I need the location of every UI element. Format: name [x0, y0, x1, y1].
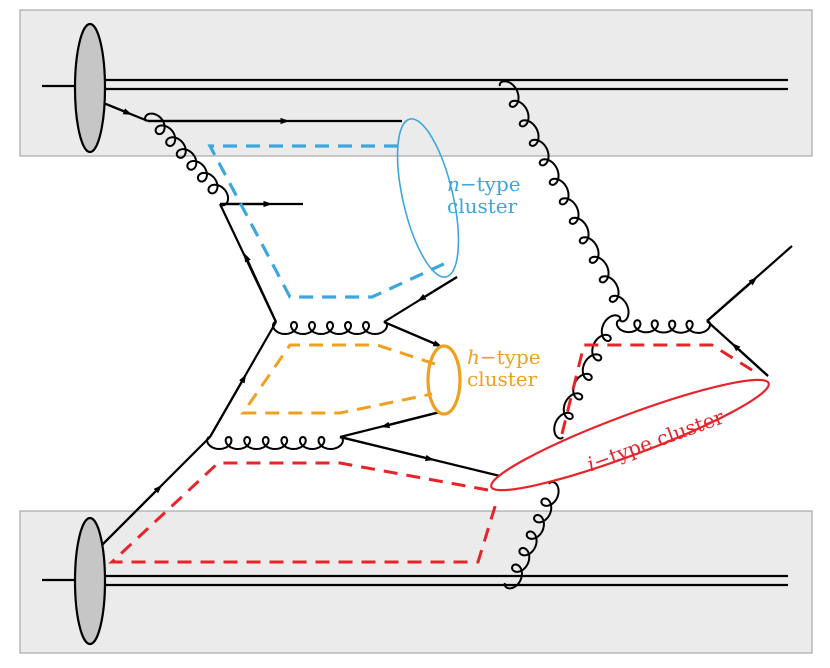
n-type-suffix: −type — [459, 172, 521, 196]
gluon-to-lower-beam — [503, 481, 560, 590]
h-cluster-dashed-boundary — [240, 343, 436, 415]
quark-low-to-mid-arrow — [209, 374, 247, 438]
i-cluster-dashed-lower — [108, 461, 499, 564]
n-cluster-ellipse — [396, 118, 460, 278]
lower-beam-blob — [73, 516, 107, 646]
n-type-cluster — [207, 118, 460, 299]
n-type-cluster-label: n−type cluster — [447, 173, 521, 217]
h-type-cluster-label: h−type cluster — [467, 346, 541, 390]
gluon-right-down — [553, 314, 622, 440]
upper-beam-blob — [73, 22, 107, 154]
n-type-var: n — [447, 172, 460, 196]
h-type-var: h — [467, 345, 480, 369]
n-cluster-dashed-boundary — [207, 144, 449, 299]
lower-beam-box — [19, 510, 813, 654]
i-cluster-ellipse — [490, 378, 770, 492]
gluon-lines — [144, 80, 712, 590]
h-type-suffix: −type — [479, 345, 541, 369]
h-type-cluster — [240, 343, 462, 416]
n-type-line2: cluster — [447, 194, 518, 218]
outgoing-quark-arrow — [706, 277, 758, 322]
vertex-to-h-cluster-arrow — [383, 320, 443, 347]
vertex-to-i-cluster-arrow — [339, 435, 435, 461]
quark-from-lower-beam-arrow — [100, 484, 163, 547]
gluon-upper-left — [144, 112, 230, 207]
h-type-line2: cluster — [467, 367, 538, 391]
h-cluster-to-vertex-arrow — [380, 410, 441, 428]
i-type-cluster — [108, 343, 770, 564]
i-cluster-dashed-upper — [560, 343, 756, 435]
gluon-right-top — [498, 80, 630, 323]
upper-beam-box — [19, 9, 813, 157]
quark-to-upper-vertex-arrow — [244, 252, 277, 323]
h-cluster-ellipse — [426, 344, 462, 416]
n-cluster-to-vertex-arrow — [417, 276, 458, 302]
gluon-right-vertex — [615, 319, 712, 334]
gluon-upper-vertex — [271, 320, 389, 336]
i-cluster-to-vertex-arrow — [731, 342, 769, 377]
gluon-lower-vertex — [206, 435, 344, 451]
